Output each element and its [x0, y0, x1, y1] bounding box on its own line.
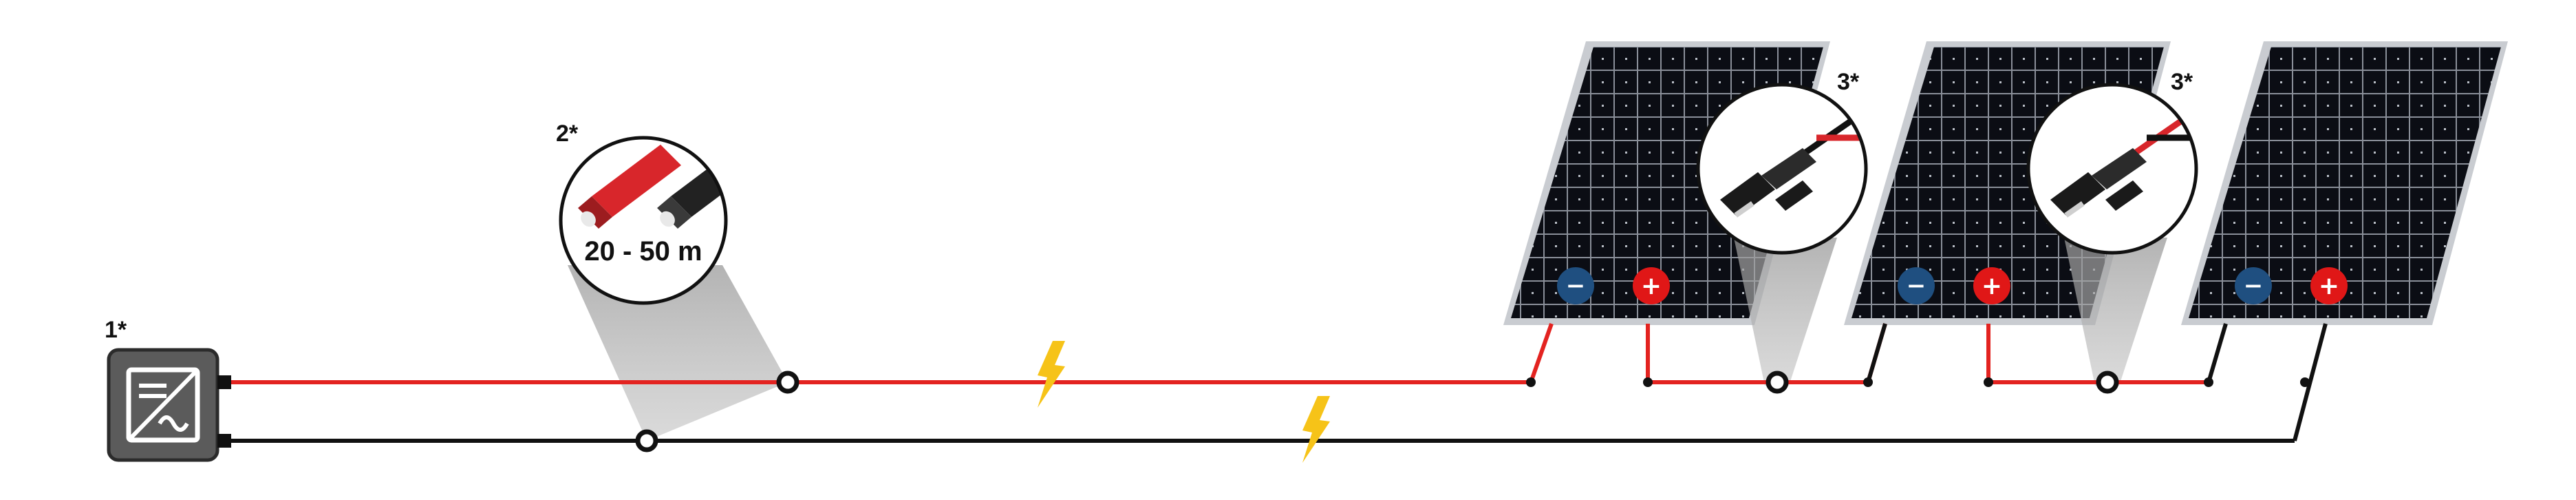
positive-main-wire	[227, 323, 1554, 384]
solar-panel-3	[2181, 41, 2508, 325]
panel-2-negative-terminal: −	[1898, 267, 1935, 304]
lightning-icon	[1302, 396, 1330, 463]
callout-anchor-connector-2	[2096, 371, 2119, 394]
inverter-label: 1*	[105, 317, 127, 343]
panel-3-positive-terminal: +	[2310, 267, 2348, 304]
cable-zoom-beam	[568, 265, 788, 441]
cable-length-label: 20 - 50 m	[584, 236, 702, 267]
connector-zoom-beam-1	[1734, 238, 1837, 386]
lightning-icon	[1038, 341, 1065, 408]
connector-zoom-callout-2	[2026, 83, 2198, 255]
connector-label-2: 3*	[2171, 69, 2193, 95]
panel-1-negative-terminal: −	[1557, 267, 1594, 304]
wire-junctions	[1526, 377, 2310, 387]
series-wire-1-2	[1646, 323, 1887, 384]
cable-zoom-callout: 20 - 50 m	[559, 136, 728, 305]
negative-sign: −	[2244, 272, 2264, 300]
callout-anchor-cable-positive	[776, 371, 799, 394]
negative-sign: −	[1566, 272, 1586, 300]
inverter-icon	[126, 367, 200, 443]
connector-zoom-beam-2	[2064, 238, 2167, 386]
callout-anchor-connector-1	[1765, 371, 1789, 394]
positive-sign: +	[2319, 272, 2339, 300]
cable-label: 2*	[556, 121, 579, 147]
panel-3-negative-terminal: −	[2235, 267, 2272, 304]
negative-main-wire	[227, 323, 2328, 443]
connector-zoom-callout-1	[1696, 83, 1868, 255]
positive-sign: +	[1982, 272, 2002, 300]
negative-sign: −	[1907, 272, 1926, 300]
connector-label-1: 3*	[1837, 69, 1860, 95]
panel-2-positive-terminal: +	[1973, 267, 2010, 304]
callout-anchor-cable-negative	[635, 429, 658, 452]
inverter	[107, 348, 231, 462]
panel-1-positive-terminal: +	[1633, 267, 1670, 304]
positive-sign: +	[1641, 272, 1662, 300]
